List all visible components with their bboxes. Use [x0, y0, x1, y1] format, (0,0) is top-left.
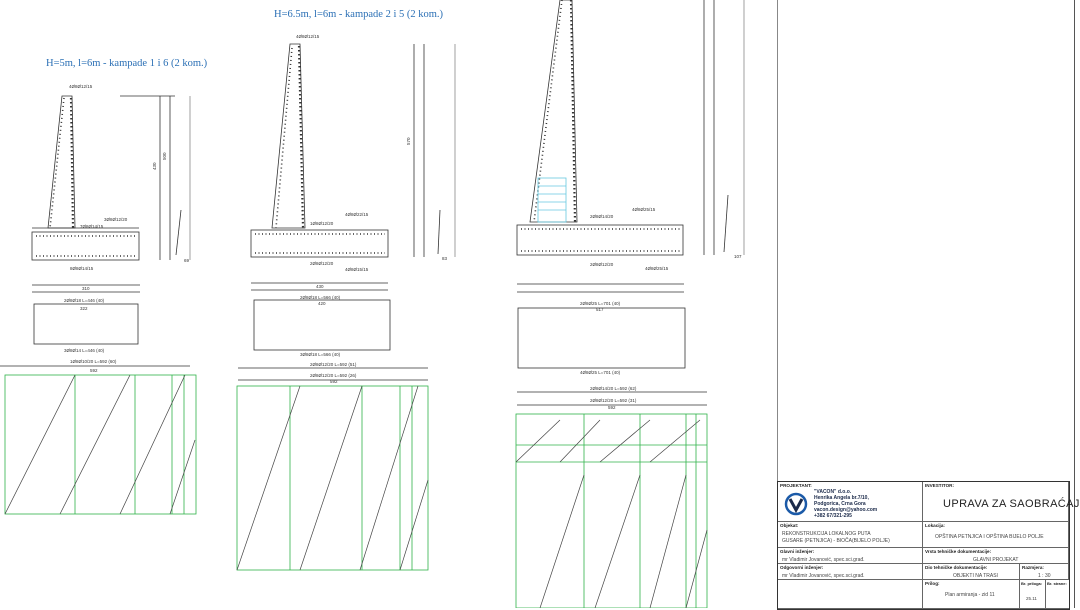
w3-plan-bottom: 4Ø8Ø25 L=701 (40)	[580, 370, 621, 375]
w1-dim-430: 430	[152, 162, 157, 170]
objekat-cell: Objekat: REKONSTRUKCIJA LOKALNOG PUTA GU…	[778, 522, 923, 548]
w3-dim-107: 107	[734, 254, 742, 259]
wall2-plan	[253, 299, 391, 351]
wall1-title: H=5m, l=6m - kampade 1 i 6 (2 kom.)	[46, 58, 208, 69]
w2-plan-long-len: 592	[330, 379, 338, 384]
w2-plan-w: 420	[318, 301, 326, 306]
w1-base-bottom2: 8Ø8Ø14/15	[70, 266, 94, 271]
w2-top-bar: 4Ø8Ø12/15	[296, 34, 320, 39]
br-strane-cell: Br. strane:	[1046, 580, 1069, 609]
glavni-cell: Glavni inženjer: mr Vladimir Jovanović, …	[778, 548, 923, 564]
w3-plan-long-len: 592	[608, 405, 616, 410]
prilog-cell: Prilog: Plan armiranja - zid 11	[923, 580, 1020, 609]
frame-edge	[1074, 0, 1075, 608]
diagonal-bars	[4, 374, 708, 608]
w2-base-bottom2: 4Ø8Ø15/15	[345, 267, 369, 272]
w2-plan-total: 430	[316, 284, 324, 289]
w1-base-top: 3Ø8Ø12/20	[104, 217, 128, 222]
razmjera-cell: Razmjera: 1 : 30	[1020, 564, 1069, 580]
lokacija-cell: Lokacija: OPŠTINA PETNJICA I OPŠTINA BIJ…	[923, 522, 1069, 548]
w2-plan-long2: 2Ø8Ø12/20 L=592 (26)	[310, 373, 357, 378]
br-priloga-cell: Br. priloga: 25.11	[1020, 580, 1046, 609]
projektant-label: PROJEKTANT:	[780, 483, 812, 488]
w2-dim-570: 570	[406, 137, 411, 145]
w2-plan-bottom: 3Ø8Ø18 L=566 (40)	[300, 352, 341, 357]
wall2-title: H=6.5m, l=6m - kampade 2 i 5 (2 kom.)	[274, 9, 444, 20]
w1-top-bar: 4Ø8Ø12/15	[69, 84, 93, 89]
company-info: "VACON" d.o.o. Henrika Angela br.7/10, P…	[814, 489, 878, 519]
w3-plan-long2: 2Ø8Ø12/20 L=592 (31)	[590, 398, 637, 403]
investor-cell: INVESTITOR: UPRAVA ZA SAOBRAĆAJ	[923, 482, 1079, 522]
w1-plan-w: 322	[80, 306, 88, 311]
w2-base-top: 4Ø8Ø22/15	[345, 212, 369, 217]
w3-plan-long1: 2Ø8Ø14/20 L=592 (62)	[590, 386, 637, 391]
vrsta-cell: Vrsta tehničke dokumentacije: GLAVNI PRO…	[923, 548, 1069, 564]
w2-dim-83: 83	[442, 256, 448, 261]
w3-plan-w: 517	[596, 307, 604, 312]
frame-line	[777, 0, 778, 481]
wall3-plan	[517, 307, 686, 369]
title-block: PROJEKTANT: "VACON" d.o.o. Henrika Angel…	[777, 481, 1079, 610]
investitor-label: INVESTITOR:	[925, 483, 955, 488]
empty-cell	[778, 580, 923, 609]
w3-base-top: 4Ø8Ø25/15	[632, 207, 656, 212]
investitor-value: UPRAVA ZA SAOBRAĆAJ	[943, 498, 1080, 510]
w2-plan-top: 2Ø8Ø18 L=566 (40)	[300, 295, 341, 300]
w1-vert-bar: 7Ø8Ø14/15	[80, 224, 104, 229]
w1-dim-69: 69	[184, 258, 190, 263]
w3-base-bottom: 2Ø8Ø12/20	[590, 262, 614, 267]
wall2-elevation	[250, 43, 456, 258]
w1-plan-total: 310	[82, 286, 90, 291]
vacon-logo-icon	[784, 492, 808, 516]
w3-mid-bar: 2Ø8Ø14/20	[590, 214, 614, 219]
w3-plan-top: 2Ø8Ø25 L=701 (40)	[580, 301, 621, 306]
w2-plan-long1: 2Ø8Ø12/20 L=592 (51)	[310, 362, 357, 367]
w1-plan-bottom: 3Ø8Ø14 L=446 (40)	[64, 348, 105, 353]
designer-cell: PROJEKTANT: "VACON" d.o.o. Henrika Angel…	[778, 482, 923, 522]
w1-plan-long-len: 592	[90, 368, 98, 373]
w2-base-bottom: 2Ø8Ø12/20	[310, 261, 334, 266]
w1-dim-500: 500	[162, 152, 167, 160]
w2-vert-bar: 1Ø8Ø12/20	[310, 221, 334, 226]
wall1-elevation	[31, 95, 191, 261]
w3-base-bottom2: 4Ø8Ø25/15	[645, 266, 669, 271]
dio-cell: Dio tehničke dokumentacije: OBJEKTI NA T…	[923, 564, 1020, 580]
odgovorni-cell: Odgovorni inženjer: mr Vladimir Jovanovi…	[778, 564, 923, 580]
wall3-elevation	[516, 0, 745, 256]
rebar-mesh-panels	[4, 374, 708, 608]
wall1-plan	[33, 303, 139, 345]
w1-plan-long: 1Ø8Ø10/20 L=592 (60)	[70, 359, 117, 364]
w1-plan-top: 2Ø8Ø18 L=446 (40)	[64, 298, 105, 303]
